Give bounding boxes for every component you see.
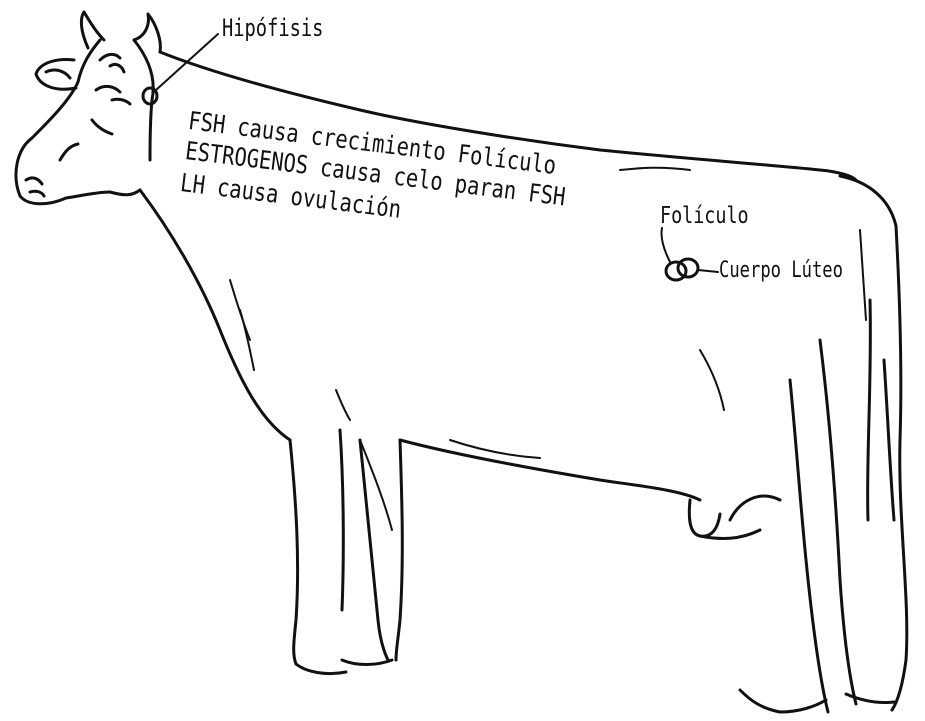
udder (689, 500, 720, 536)
cuerpo-luteo-marker (678, 259, 698, 277)
tail (892, 226, 907, 710)
ear (36, 60, 76, 90)
belly (400, 440, 700, 500)
cuerpo-luteo-leader (698, 270, 718, 272)
rump (840, 176, 896, 226)
foliculo-leader (661, 228, 670, 262)
foliculo-label: Folículo (660, 205, 749, 228)
hipofisis-marker (143, 88, 157, 104)
front-leg-left (290, 440, 298, 664)
hind-leg (820, 340, 856, 704)
left-horn (81, 12, 104, 48)
chest (140, 190, 290, 440)
hipofisis-label: Hipófisis (222, 16, 323, 40)
cuerpo-luteo-label: Cuerpo Lúteo (719, 260, 843, 282)
front-leg-right (360, 440, 388, 660)
